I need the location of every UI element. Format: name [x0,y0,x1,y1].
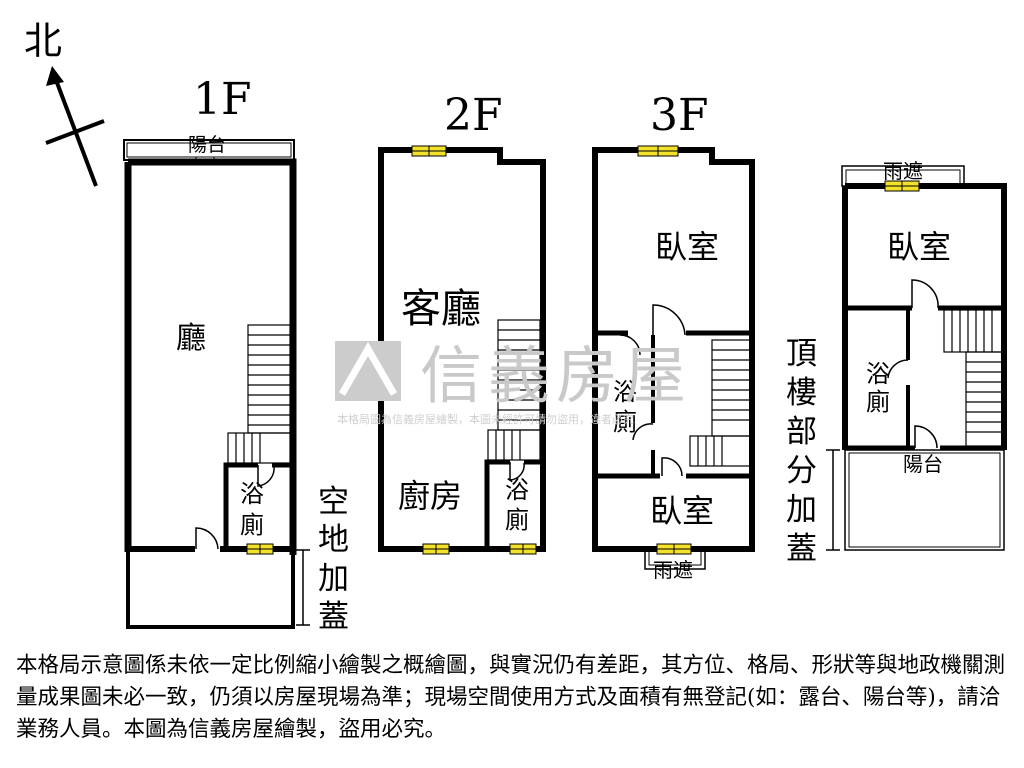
floor-roof: 雨遮 臥室 浴 廁 陽台 頂樓 [786,159,1007,567]
f2-bath-label-1: 浴 [505,476,529,504]
roof-annex-label: 頂樓 部分 加蓋 [786,336,817,567]
f1-annex-label: 空地 加蓋 [318,484,349,635]
floor-3f-title: 3F [650,90,709,141]
floor-plan-diagram: 北 1F 陽台 廳 浴 廁 [24,19,1007,635]
watermark-brand: 信義房屋 [420,339,692,412]
roof-bath-label-2: 廁 [866,388,890,416]
f2-bath-label-2: 廁 [505,506,529,534]
svg-text:地: 地 [318,522,349,558]
roof-awning-label: 雨遮 [883,159,923,183]
svg-text:樓: 樓 [786,375,817,411]
f3-bedroom-south-label: 臥室 [650,492,714,530]
svg-text:分: 分 [786,453,817,489]
watermark-caption: 本格局圖為信義房屋繪製，本圖未經許可請勿盜用，違者必究 [337,412,634,426]
svg-text:頂: 頂 [786,336,817,372]
f1-bath-label-1: 浴 [240,480,264,508]
north-arrow: 北 [24,19,105,187]
f2-kitchen-label: 廚房 [398,477,462,515]
svg-text:加: 加 [786,492,817,528]
f3-awning-label: 雨遮 [653,558,693,582]
svg-text:空: 空 [318,484,349,520]
floor-2f: 2F 客廳 廚房 浴 廁 [378,90,546,555]
floor-2f-title: 2F [444,90,503,141]
f3-bath-label-2: 廁 [613,408,637,436]
roof-bedroom-label: 臥室 [887,228,951,266]
svg-text:蓋: 蓋 [786,531,817,567]
roof-balcony-label: 陽台 [903,452,943,476]
f1-balcony-label: 陽台 [188,134,226,156]
north-label: 北 [24,19,62,63]
brand-logo-icon [335,341,401,401]
roof-bath-label-1: 浴 [866,360,890,388]
f1-living-label: 廳 [176,321,206,356]
f3-bath-label-1: 浴 [613,378,637,406]
floor-1f: 1F 陽台 廳 浴 廁 [123,74,349,635]
f3-bedroom-north-label: 臥室 [655,228,719,266]
watermark: 信義房屋 本格局圖為信義房屋繪製，本圖未經許可請勿盜用，違者必究 [335,339,692,426]
floor-1f-title: 1F [193,74,252,125]
svg-text:蓋: 蓋 [318,599,349,635]
svg-text:部: 部 [786,414,817,450]
disclaimer-text: 本格局示意圖係未依一定比例縮小繪製之概繪圖，與實況仍有差距，其方位、格局、形狀等… [16,653,1006,742]
floor-3f: 3F 臥室 浴 廁 臥室 雨遮 [592,90,755,582]
svg-text:加: 加 [318,561,349,597]
f1-bath-label-2: 廁 [240,511,264,539]
f2-living-label: 客廳 [401,286,481,332]
